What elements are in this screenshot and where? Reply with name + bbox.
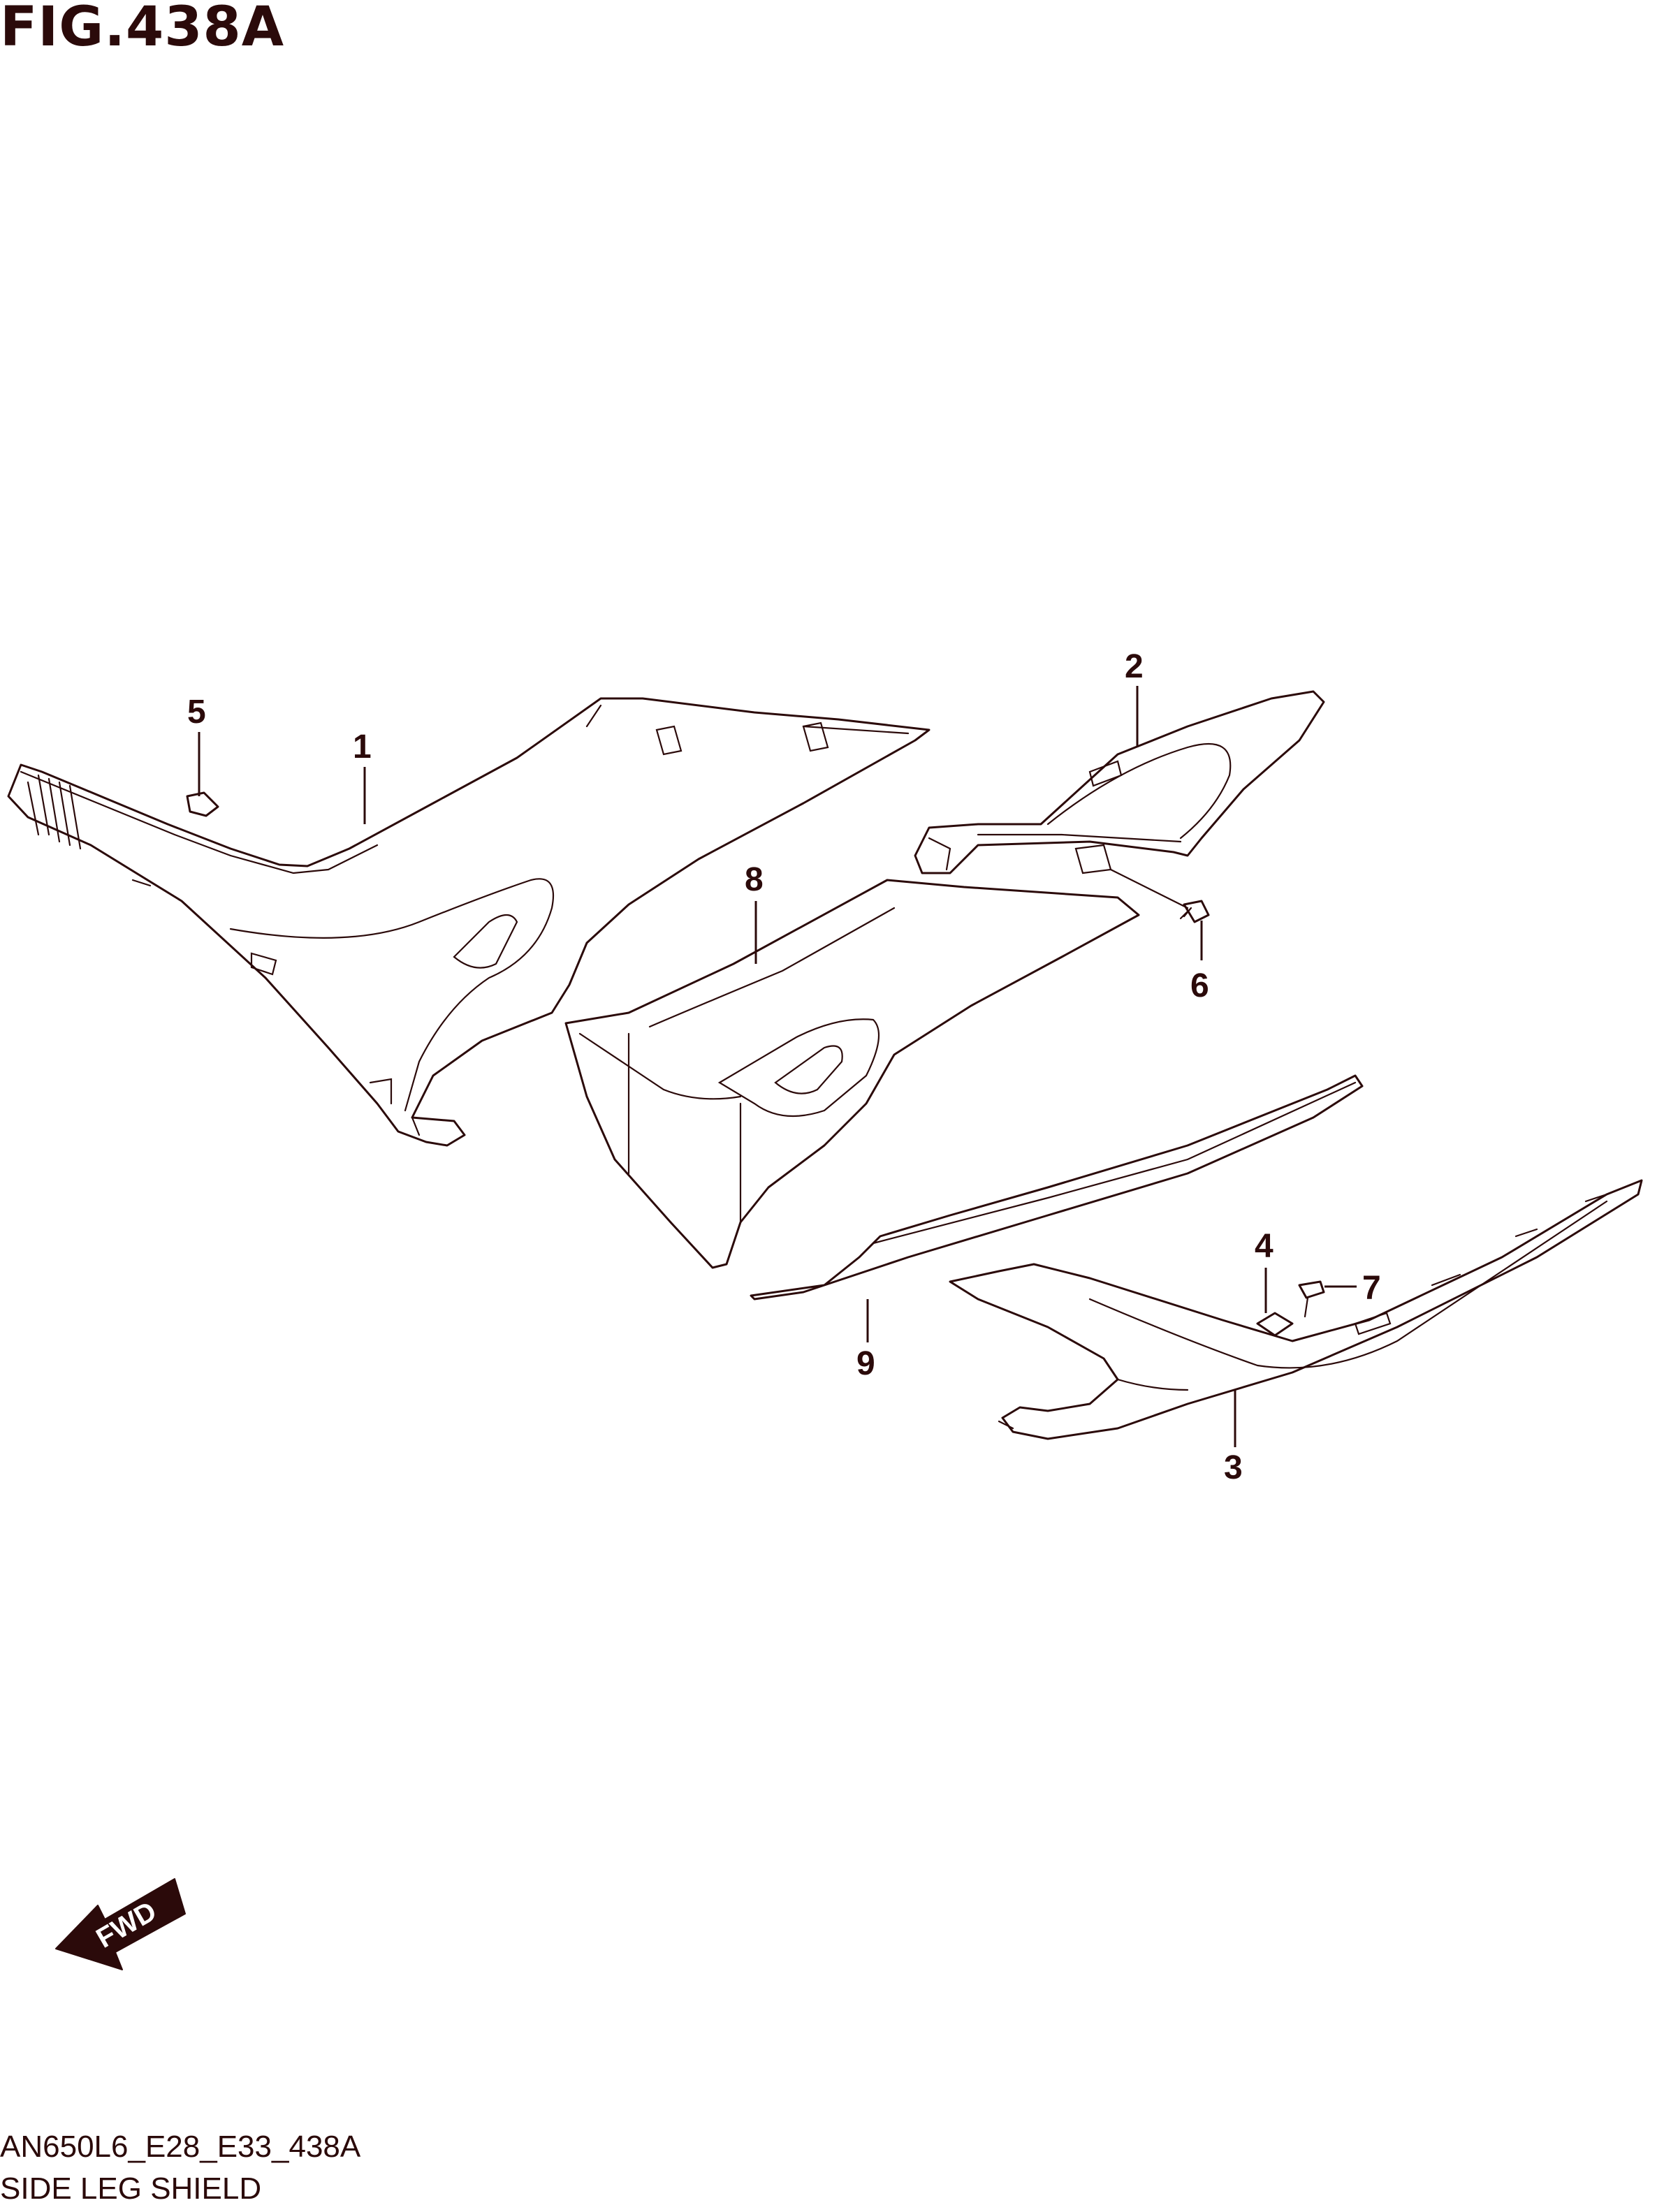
callout-1: 1	[353, 728, 372, 766]
figure-caption: SIDE LEG SHIELD	[0, 2171, 262, 2206]
callout-8: 8	[745, 861, 764, 898]
figure-code: AN650L6_E28_E33_438A	[0, 2130, 361, 2164]
part-3-floor-panel	[949, 1179, 1643, 1440]
part-4-nut	[1256, 1312, 1294, 1337]
leader-lines	[198, 686, 1357, 1447]
part-5-clip	[186, 791, 219, 817]
part-6-screw	[1109, 868, 1210, 923]
callout-2: 2	[1125, 648, 1144, 685]
part-8-inner-panel	[564, 879, 1140, 1269]
callout-5: 5	[187, 694, 206, 731]
figure-title: FIG.438A	[0, 0, 285, 59]
callout-3: 3	[1224, 1449, 1243, 1486]
part-9-trim-strip	[750, 1074, 1364, 1301]
callout-9: 9	[856, 1345, 875, 1382]
part-2-upper-panel	[914, 690, 1325, 874]
callout-7: 7	[1362, 1270, 1381, 1307]
callout-4: 4	[1255, 1228, 1273, 1265]
part-1-leg-shield	[7, 697, 930, 1147]
fwd-arrow-icon: FWD	[55, 1878, 186, 1970]
part-7-screw	[1298, 1280, 1325, 1318]
callout-6: 6	[1190, 967, 1209, 1004]
